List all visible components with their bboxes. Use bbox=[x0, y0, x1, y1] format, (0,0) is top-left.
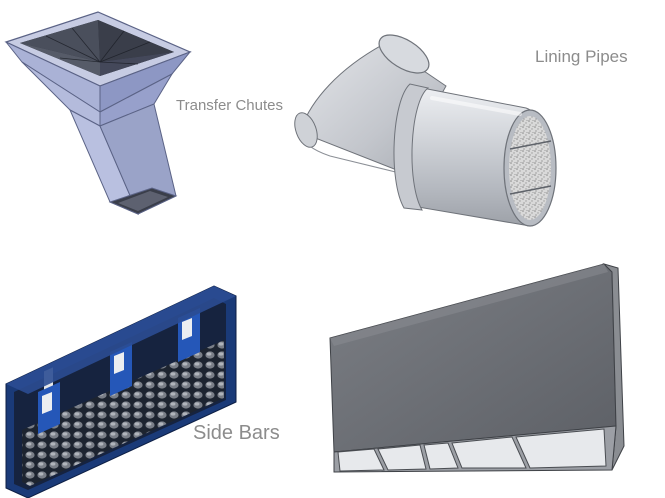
side-bars-caption: Side Bars bbox=[193, 422, 280, 444]
wear-plate-icon bbox=[329, 262, 625, 473]
lining-pipe-icon bbox=[294, 34, 557, 227]
transfer-chute-icon bbox=[4, 11, 192, 215]
transfer-chutes-caption: Transfer Chutes bbox=[176, 97, 283, 114]
side-bar-panel-icon bbox=[5, 285, 237, 498]
lining-pipes-caption: Lining Pipes bbox=[535, 47, 628, 66]
